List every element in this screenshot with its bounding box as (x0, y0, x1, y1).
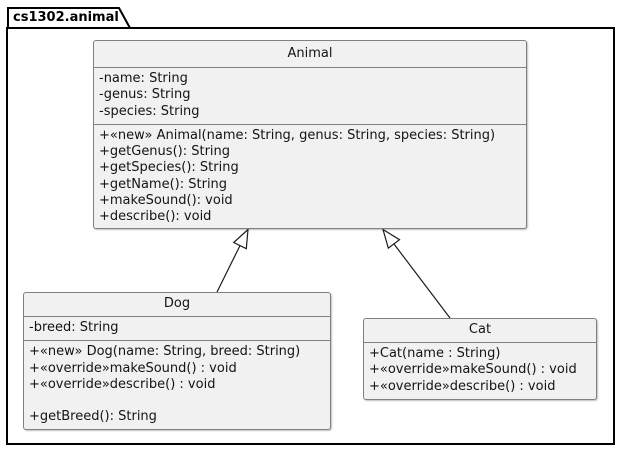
method-line: +«override»makeSound() : void (369, 362, 577, 378)
methods-compartment-cat: +Cat(name : String) +«override»makeSound… (364, 342, 596, 399)
method-line: +getBreed(): String (29, 409, 157, 425)
fields-compartment-animal: -name: String -genus: String -species: S… (94, 67, 526, 124)
method-line: +«override»describe() : void (29, 376, 216, 392)
field-line: -genus: String (99, 87, 191, 103)
fields-compartment-dog: -breed: String (24, 316, 330, 340)
class-title-dog: Dog (163, 296, 191, 312)
field-line: -name: String (99, 71, 188, 86)
methods-compartment-animal: +«new» Animal(name: String, genus: Strin… (94, 123, 526, 230)
inheritance-arrowhead-cat-animal (381, 228, 401, 250)
class-box-cat: Cat +Cat(name : String) +«override»makeS… (363, 318, 597, 400)
inheritance-arrowhead-dog-animal (232, 228, 249, 250)
method-line: +«new» Animal(name: String, genus: Strin… (99, 127, 496, 143)
method-line: +getSpecies(): String (99, 160, 239, 176)
class-box-animal: Animal -name: String -genus: String -spe… (93, 40, 527, 229)
method-line: +«new» Dog(name: String, breed: String) (29, 344, 301, 360)
method-line: +getGenus(): String (99, 144, 231, 160)
method-line: +describe(): void (99, 209, 212, 225)
field-line: -breed: String (29, 320, 119, 335)
class-box-dog: Dog -breed: String +«new» Dog(name: Stri… (23, 292, 331, 430)
package-name-label: cs1302.animal (13, 10, 119, 25)
package-tab (7, 7, 132, 29)
field-line: -species: String (99, 103, 200, 119)
method-line: +«override»describe() : void (369, 378, 556, 394)
class-title-animal: Animal (287, 45, 333, 61)
class-title-cat: Cat (468, 322, 492, 338)
method-line: +getName(): String (99, 176, 228, 192)
method-line: +«override»makeSound() : void (29, 360, 237, 376)
method-line: +Cat(name : String) (369, 346, 501, 361)
inheritance-line-dog-animal (216, 245, 241, 293)
methods-compartment-dog: +«new» Dog(name: String, breed: String) … (24, 340, 330, 429)
method-line-blank (29, 393, 325, 409)
method-line: +makeSound(): void (99, 193, 233, 209)
inheritance-line-cat-animal (393, 243, 451, 319)
